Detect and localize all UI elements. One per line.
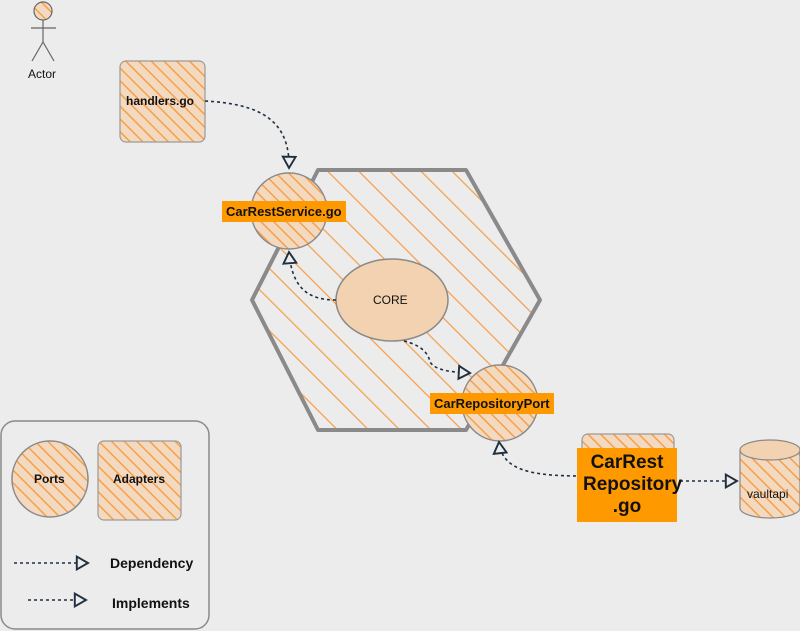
vaultapi-database-icon bbox=[739, 439, 800, 519]
car-rest-repository-line3: .go bbox=[612, 496, 642, 517]
core-label: CORE bbox=[373, 293, 408, 307]
handlers-to-service-dependency bbox=[204, 100, 289, 168]
car-rest-repository-line1: CarRest bbox=[590, 452, 664, 473]
car-rest-repository-line2: Repository bbox=[583, 474, 683, 495]
car-rest-service-label: CarRestService.go bbox=[222, 201, 346, 222]
core-to-repository-port-dependency bbox=[403, 340, 470, 373]
handlers-label: handlers.go bbox=[126, 94, 195, 108]
car-rest-repository-label: CarRest Repository .go bbox=[577, 448, 683, 522]
legend-dependency-label: Dependency bbox=[110, 555, 194, 571]
legend-implements-label: Implements bbox=[112, 595, 190, 611]
vaultapi-label: vaultapi bbox=[747, 487, 789, 501]
legend-ports-circle bbox=[11, 440, 89, 518]
legend-adapters-label: Adapters bbox=[113, 472, 166, 486]
legend-box bbox=[0, 420, 210, 630]
legend-ports-label: Ports bbox=[34, 472, 65, 486]
core-to-service-implements bbox=[289, 252, 337, 301]
repository-to-port-implements bbox=[499, 442, 583, 477]
actor-label: Actor bbox=[28, 67, 57, 81]
legend-adapters-box bbox=[97, 440, 182, 521]
actor-icon bbox=[31, 1, 56, 62]
car-repository-port-label: CarRepositoryPort bbox=[430, 393, 554, 414]
